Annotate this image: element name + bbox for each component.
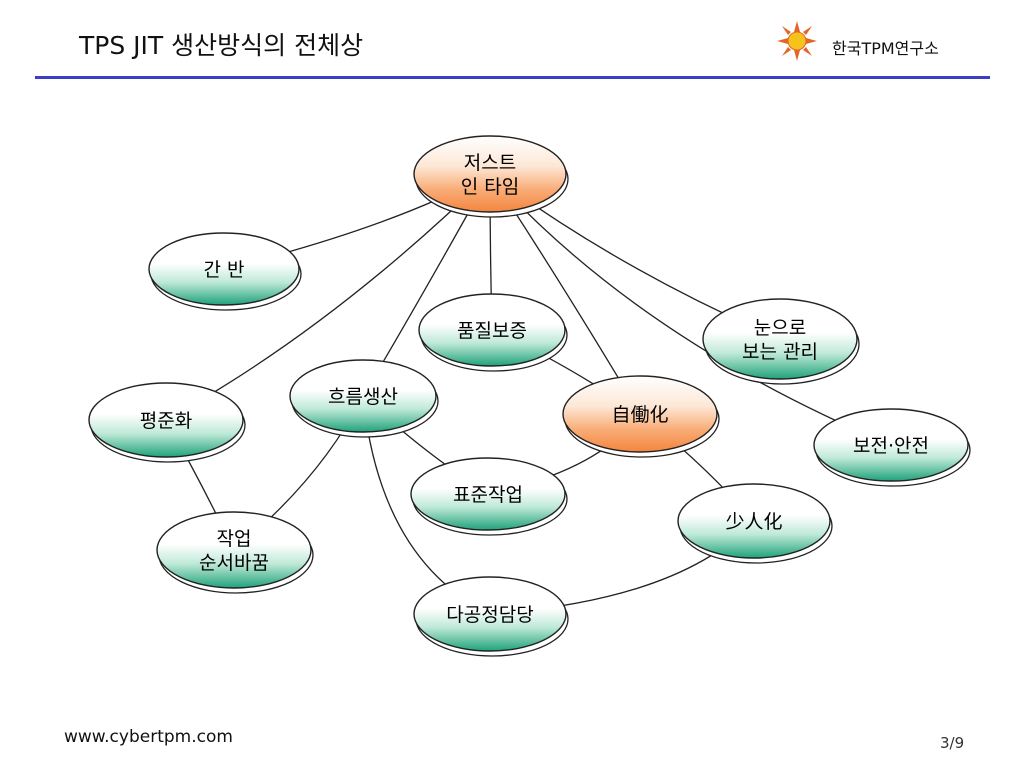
node-ellipse: [289, 359, 437, 433]
node-ellipse: [702, 298, 858, 380]
node-label: 작업: [217, 528, 252, 550]
node-label: 평준화: [140, 410, 192, 432]
node-ellipse: [148, 232, 300, 306]
node-ellipse: [88, 382, 244, 458]
node-jidoka: 自働化: [562, 375, 720, 458]
node-shojinka: 少人化: [677, 483, 833, 564]
node-flow: 흐름생산: [289, 359, 439, 438]
node-ellipse: [418, 293, 566, 367]
node-maintenance: 보전·안전: [813, 408, 971, 487]
node-label: 간 반: [204, 259, 245, 281]
node-label: 표준작업: [453, 484, 523, 506]
sun-logo-icon: [776, 20, 818, 66]
node-ellipse: [813, 408, 969, 482]
node-label: 품질보증: [457, 320, 527, 342]
node-label: 흐름생산: [328, 386, 398, 408]
node-ellipse: [413, 135, 567, 213]
node-label: 순서바꿈: [199, 552, 269, 574]
node-label: 다공정담당: [446, 604, 533, 626]
node-label: 少人化: [725, 511, 782, 533]
page-number: 3/9: [940, 734, 965, 752]
node-ellipse: [410, 457, 566, 531]
page-title: TPS JIT 생산방식의 전체상: [79, 31, 364, 60]
node-ellipse: [677, 483, 831, 559]
node-label: 눈으로: [754, 317, 806, 339]
node-label: 저스트: [464, 152, 516, 174]
node-leveling: 평준화: [88, 382, 246, 463]
node-ellipse: [413, 576, 567, 652]
node-label: 自働化: [611, 404, 668, 426]
edge-jit-maintenance: [489, 173, 892, 446]
node-kanban: 간 반: [148, 232, 302, 311]
header-divider: [35, 76, 990, 79]
node-ellipse: [562, 375, 718, 453]
node-label: 보는 관리: [742, 341, 818, 363]
node-ellipse: [156, 511, 312, 589]
website-url[interactable]: www.cybertpm.com: [64, 727, 233, 747]
node-stdwork: 표준작업: [410, 457, 568, 536]
organization-name: 한국TPM연구소: [832, 39, 939, 58]
node-quality: 품질보증: [418, 293, 568, 372]
node-multi: 다공정담당: [413, 576, 569, 657]
node-label: 보전·안전: [853, 435, 929, 457]
node-label: 인 타임: [461, 176, 519, 198]
